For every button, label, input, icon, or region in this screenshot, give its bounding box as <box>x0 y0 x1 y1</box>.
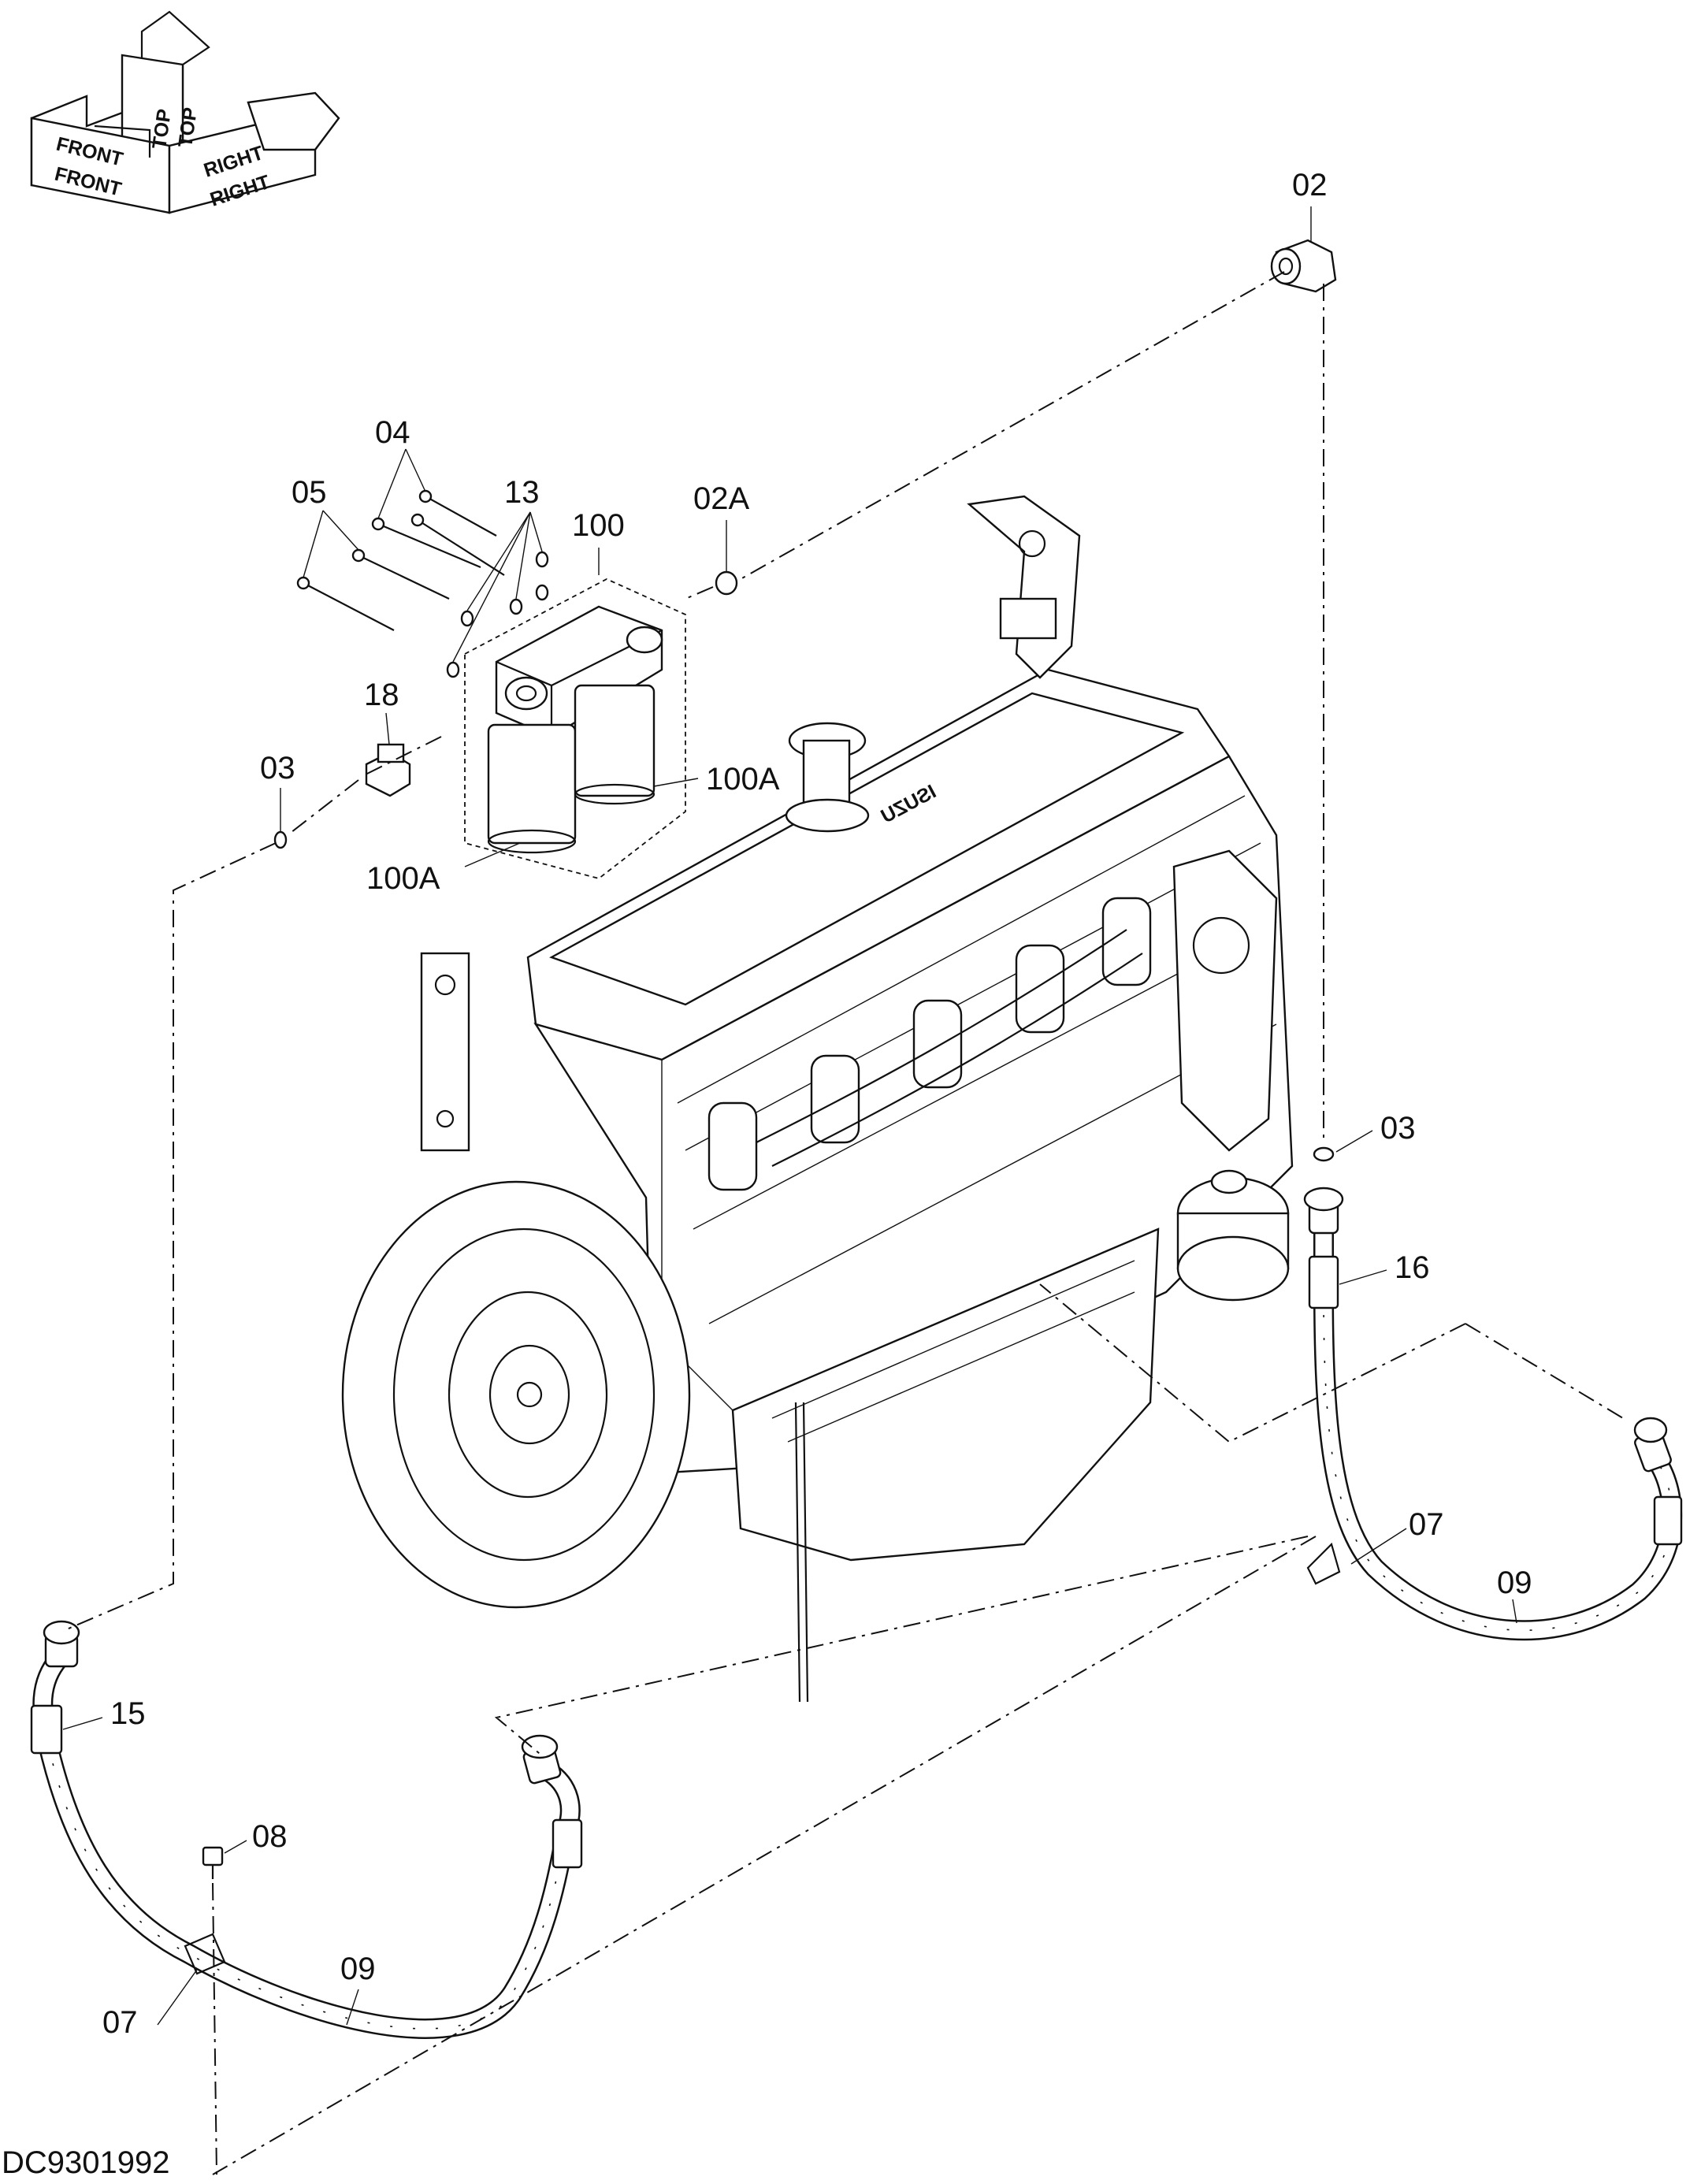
callout-02a: 02A <box>693 481 749 516</box>
callout-leaders <box>62 206 1517 2026</box>
hose-assembly-right <box>1303 1187 1683 1641</box>
callout-08: 08 <box>252 1819 288 1854</box>
callout-100a-right: 100A <box>706 762 780 797</box>
callout-16: 16 <box>1395 1250 1430 1285</box>
injector-row <box>708 897 1152 1191</box>
callout-05: 05 <box>292 475 327 510</box>
callout-18: 18 <box>364 678 399 712</box>
engine-block: ISUZU <box>341 495 1294 1703</box>
filter-cartridge-left <box>487 723 577 845</box>
callout-07-left: 07 <box>102 2005 138 2040</box>
callout-labels: 02 02A 04 05 13 100 18 03 100A 100A 03 1… <box>102 168 1532 2040</box>
elbow-fitting-02 <box>1270 239 1337 293</box>
filter-cartridge-right <box>574 684 656 797</box>
fuel-filter-assembly <box>296 489 686 879</box>
callout-100a-left: 100A <box>366 861 440 896</box>
callout-100: 100 <box>572 508 625 543</box>
drawing-code: DC9301992 <box>2 2145 170 2180</box>
callout-09-left: 09 <box>340 1952 376 1986</box>
hose-assembly-left <box>30 1620 583 2039</box>
callout-07-right: 07 <box>1409 1507 1444 1542</box>
assembly-leader-lines <box>62 271 1624 2175</box>
callout-13: 13 <box>504 475 540 510</box>
o-ring-03-left <box>273 830 288 849</box>
callout-09-right: 09 <box>1497 1566 1532 1600</box>
o-ring-03-right <box>1313 1146 1335 1162</box>
o-ring-02a <box>715 570 738 596</box>
callout-03-right: 03 <box>1380 1111 1416 1146</box>
callout-02: 02 <box>1292 168 1328 202</box>
callout-03-left: 03 <box>260 751 295 786</box>
callout-15: 15 <box>110 1696 146 1731</box>
bolt-set-04-05 <box>296 489 505 631</box>
orientation-indicator: TOP TOP FRONT FRONT RIGHT RIGHT <box>30 10 340 214</box>
washer-set-13 <box>446 551 549 678</box>
plug-18 <box>365 743 411 797</box>
callout-04: 04 <box>375 415 410 450</box>
